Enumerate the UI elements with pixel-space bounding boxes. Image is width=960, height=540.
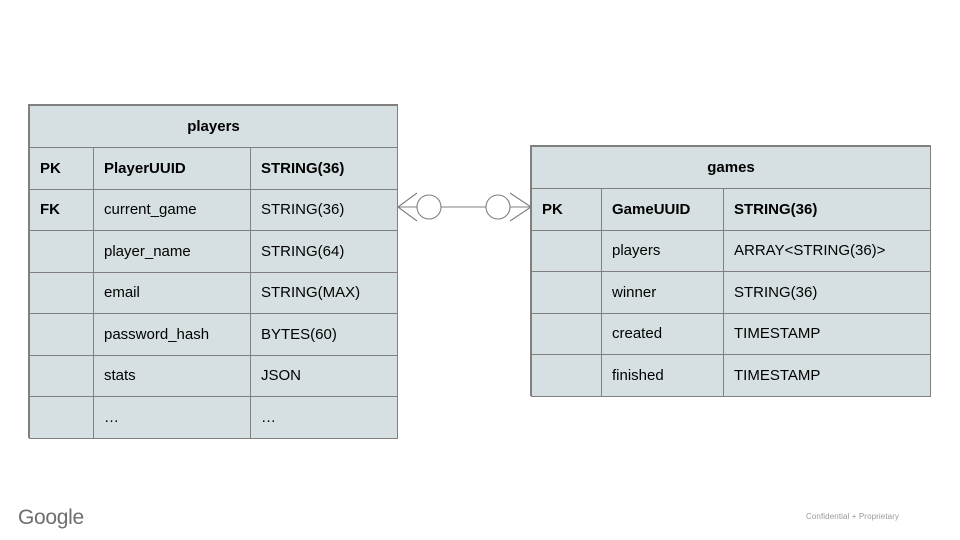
- table-row[interactable]: password_hash BYTES(60): [29, 313, 398, 356]
- entity-games-title-row: games: [531, 146, 931, 189]
- cardinality-zero-circle-right: [485, 194, 511, 220]
- row-key: FK: [29, 188, 94, 231]
- row-key: [531, 229, 602, 272]
- row-field: players: [601, 229, 724, 272]
- row-field: email: [93, 271, 251, 314]
- cardinality-zero-circle-left: [416, 194, 442, 220]
- row-field: current_game: [93, 188, 251, 231]
- table-row[interactable]: finished TIMESTAMP: [531, 354, 931, 397]
- row-type: BYTES(60): [250, 313, 398, 356]
- entity-players[interactable]: players PK PlayerUUID STRING(36) FK curr…: [28, 104, 398, 439]
- entity-players-table: players PK PlayerUUID STRING(36) FK curr…: [29, 105, 398, 439]
- row-key: [531, 312, 602, 355]
- table-row[interactable]: winner STRING(36): [531, 271, 931, 314]
- row-type: STRING(64): [250, 230, 398, 273]
- row-key: [531, 354, 602, 397]
- row-type: STRING(36): [250, 188, 398, 231]
- row-field: finished: [601, 354, 724, 397]
- row-key: [29, 230, 94, 273]
- row-type-ellipsis: …: [250, 396, 398, 439]
- entity-players-title: players: [29, 105, 398, 148]
- row-field-ellipsis: …: [93, 396, 251, 439]
- row-field: password_hash: [93, 313, 251, 356]
- row-field: stats: [93, 354, 251, 397]
- table-row[interactable]: created TIMESTAMP: [531, 312, 931, 355]
- row-field: winner: [601, 271, 724, 314]
- row-key: [29, 271, 94, 314]
- row-key: [29, 396, 94, 439]
- crowsfoot-right-icon: [509, 192, 532, 222]
- row-type: TIMESTAMP: [723, 354, 931, 397]
- row-key: [29, 313, 94, 356]
- entity-games-table: games PK GameUUID STRING(36) players ARR…: [531, 146, 931, 397]
- entity-players-title-row: players: [29, 105, 398, 148]
- row-type: ARRAY<STRING(36)>: [723, 229, 931, 272]
- relationship-connector-many-to-many: [397, 192, 532, 222]
- row-key: PK: [531, 188, 602, 231]
- row-key: PK: [29, 147, 94, 190]
- google-logo: Google: [18, 506, 84, 529]
- crowsfoot-left-icon: [397, 192, 418, 222]
- row-key: [29, 354, 94, 397]
- row-field: created: [601, 312, 724, 355]
- table-row[interactable]: FK current_game STRING(36): [29, 188, 398, 231]
- confidentiality-note: Confidential + Proprietary: [806, 512, 900, 521]
- row-key: [531, 271, 602, 314]
- table-row[interactable]: player_name STRING(64): [29, 230, 398, 273]
- table-row[interactable]: stats JSON: [29, 354, 398, 397]
- entity-games-title: games: [531, 146, 931, 189]
- table-row-overflow[interactable]: … …: [29, 396, 398, 439]
- row-type: STRING(36): [723, 188, 931, 231]
- row-field: PlayerUUID: [93, 147, 251, 190]
- row-type: STRING(MAX): [250, 271, 398, 314]
- table-row[interactable]: players ARRAY<STRING(36)>: [531, 229, 931, 272]
- row-type: TIMESTAMP: [723, 312, 931, 355]
- table-row[interactable]: email STRING(MAX): [29, 271, 398, 314]
- row-field: GameUUID: [601, 188, 724, 231]
- row-type: JSON: [250, 354, 398, 397]
- table-row[interactable]: PK PlayerUUID STRING(36): [29, 147, 398, 190]
- entity-games[interactable]: games PK GameUUID STRING(36) players ARR…: [530, 145, 931, 397]
- table-row[interactable]: PK GameUUID STRING(36): [531, 188, 931, 231]
- row-field: player_name: [93, 230, 251, 273]
- row-type: STRING(36): [723, 271, 931, 314]
- row-type: STRING(36): [250, 147, 398, 190]
